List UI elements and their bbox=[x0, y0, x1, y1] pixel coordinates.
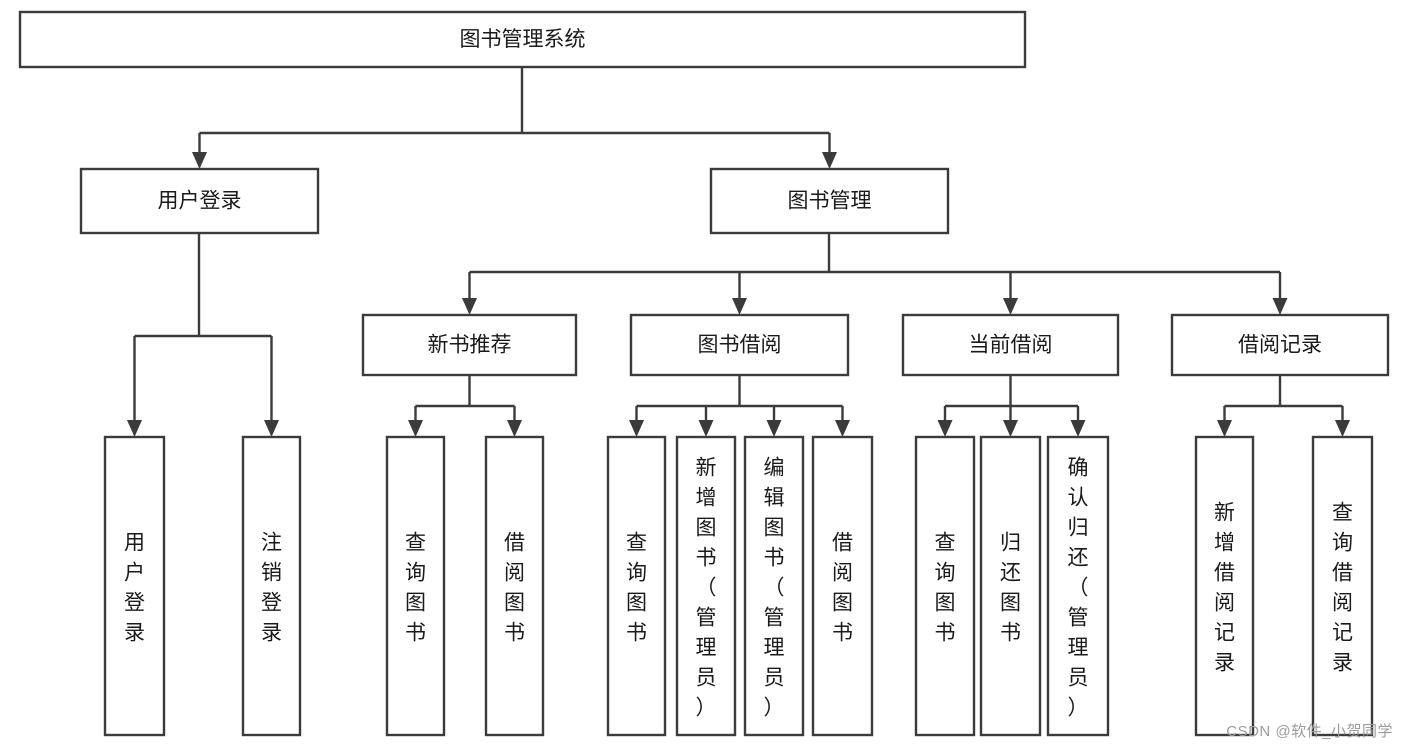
arrow-head-icon bbox=[766, 420, 782, 437]
node-leaf-借阅记录-查询借阅记录[interactable]: 查询借阅记录 bbox=[1311, 435, 1374, 737]
node-box bbox=[361, 313, 578, 377]
arrow-head-icon bbox=[1272, 298, 1288, 315]
node-leaf-图书借阅-借阅图书[interactable]: 借阅图书 bbox=[811, 435, 874, 737]
node-box bbox=[385, 435, 446, 737]
node-label: 借阅图书 bbox=[504, 531, 525, 644]
node-label: 编辑图书（管理员） bbox=[764, 456, 785, 719]
arrow-head-icon bbox=[698, 420, 714, 437]
node-label: 图书借阅 bbox=[698, 334, 782, 357]
node-leaf-新书推荐-借阅图书[interactable]: 借阅图书 bbox=[484, 435, 545, 737]
arrow-head-icon bbox=[1217, 420, 1232, 437]
node-box bbox=[979, 435, 1042, 737]
node-leaf-图书借阅-新增图书管理员[interactable]: 新增图书（管理员） bbox=[675, 435, 737, 737]
node-label: 新增图书（管理员） bbox=[696, 456, 717, 719]
node-label: 用户登录 bbox=[124, 531, 145, 644]
node-box bbox=[1170, 313, 1390, 377]
arrow-head-icon bbox=[507, 420, 522, 437]
arrow-head-icon bbox=[127, 420, 142, 437]
node-box bbox=[1311, 435, 1374, 737]
node-box bbox=[103, 435, 166, 737]
node-box bbox=[709, 167, 950, 235]
node-box bbox=[901, 313, 1120, 377]
node-box bbox=[1194, 435, 1255, 737]
node-label: 借阅记录 bbox=[1238, 334, 1322, 357]
node-box bbox=[743, 435, 805, 737]
node-leaf-用户登录-用户登录[interactable]: 用户登录 bbox=[103, 435, 166, 737]
node-leaf-图书借阅-编辑图书管理员[interactable]: 编辑图书（管理员） bbox=[743, 435, 805, 737]
node-leaf-新书推荐-查询图书[interactable]: 查询图书 bbox=[385, 435, 446, 737]
node-label: 借阅图书 bbox=[832, 531, 853, 644]
node-label: 归还图书 bbox=[1000, 531, 1021, 644]
node-box bbox=[484, 435, 545, 737]
node-box bbox=[675, 435, 737, 737]
arrow-head-icon bbox=[835, 420, 850, 437]
node-box bbox=[18, 10, 1027, 69]
node-leaf-当前借阅-归还图书[interactable]: 归还图书 bbox=[979, 435, 1042, 737]
node-label: 查询借阅记录 bbox=[1332, 501, 1353, 674]
node-level3-新书推荐[interactable]: 新书推荐 bbox=[361, 313, 578, 377]
node-level3-借阅记录[interactable]: 借阅记录 bbox=[1170, 313, 1390, 377]
node-box bbox=[811, 435, 874, 737]
connector-layer bbox=[127, 67, 1350, 437]
node-level3-图书借阅[interactable]: 图书借阅 bbox=[629, 313, 850, 377]
arrow-head-icon bbox=[822, 152, 837, 169]
node-level2-用户登录[interactable]: 用户登录 bbox=[79, 167, 320, 235]
arrow-head-icon bbox=[937, 420, 953, 437]
node-label: 新增借阅记录 bbox=[1214, 501, 1235, 674]
node-leaf-当前借阅-查询图书[interactable]: 查询图书 bbox=[914, 435, 976, 737]
arrow-head-icon bbox=[629, 420, 644, 437]
arrow-head-icon bbox=[1003, 420, 1018, 437]
arrow-head-icon bbox=[1070, 420, 1086, 437]
node-box bbox=[79, 167, 320, 235]
node-level3-当前借阅[interactable]: 当前借阅 bbox=[901, 313, 1120, 377]
arrow-head-icon bbox=[1003, 298, 1018, 315]
node-label: 查询图书 bbox=[405, 531, 426, 644]
arrow-head-icon bbox=[462, 298, 477, 315]
node-box bbox=[1046, 435, 1110, 737]
node-box bbox=[914, 435, 976, 737]
node-layer: 图书管理系统用户登录图书管理新书推荐图书借阅当前借阅借阅记录用户登录注销登录查询… bbox=[18, 10, 1390, 737]
node-leaf-借阅记录-新增借阅记录[interactable]: 新增借阅记录 bbox=[1194, 435, 1255, 737]
node-leaf-图书借阅-查询图书[interactable]: 查询图书 bbox=[606, 435, 667, 737]
node-label: 当前借阅 bbox=[969, 334, 1053, 357]
arrow-head-icon bbox=[192, 152, 207, 169]
arrow-head-icon bbox=[732, 298, 747, 315]
node-root-图书管理系统[interactable]: 图书管理系统 bbox=[18, 10, 1027, 69]
node-label: 用户登录 bbox=[158, 190, 242, 213]
node-label: 图书管理 bbox=[788, 190, 872, 213]
node-label: 查询图书 bbox=[935, 531, 956, 644]
arrow-head-icon bbox=[1335, 420, 1350, 437]
node-box bbox=[606, 435, 667, 737]
node-level2-图书管理[interactable]: 图书管理 bbox=[709, 167, 950, 235]
node-label: 图书管理系统 bbox=[460, 28, 586, 51]
watermark-label: CSDN @软件_小贺同学 bbox=[1226, 723, 1393, 740]
arrow-head-icon bbox=[264, 420, 279, 437]
node-label: 确认归还（管理员） bbox=[1068, 456, 1089, 719]
node-label: 查询图书 bbox=[626, 531, 647, 644]
node-leaf-当前借阅-确认归还管理员[interactable]: 确认归还（管理员） bbox=[1046, 435, 1110, 737]
node-box bbox=[241, 435, 302, 737]
node-label: 注销登录 bbox=[261, 531, 282, 644]
node-label: 新书推荐 bbox=[428, 334, 512, 357]
node-leaf-用户登录-注销登录[interactable]: 注销登录 bbox=[241, 435, 302, 737]
node-box bbox=[629, 313, 850, 377]
arrow-head-icon bbox=[408, 420, 423, 437]
